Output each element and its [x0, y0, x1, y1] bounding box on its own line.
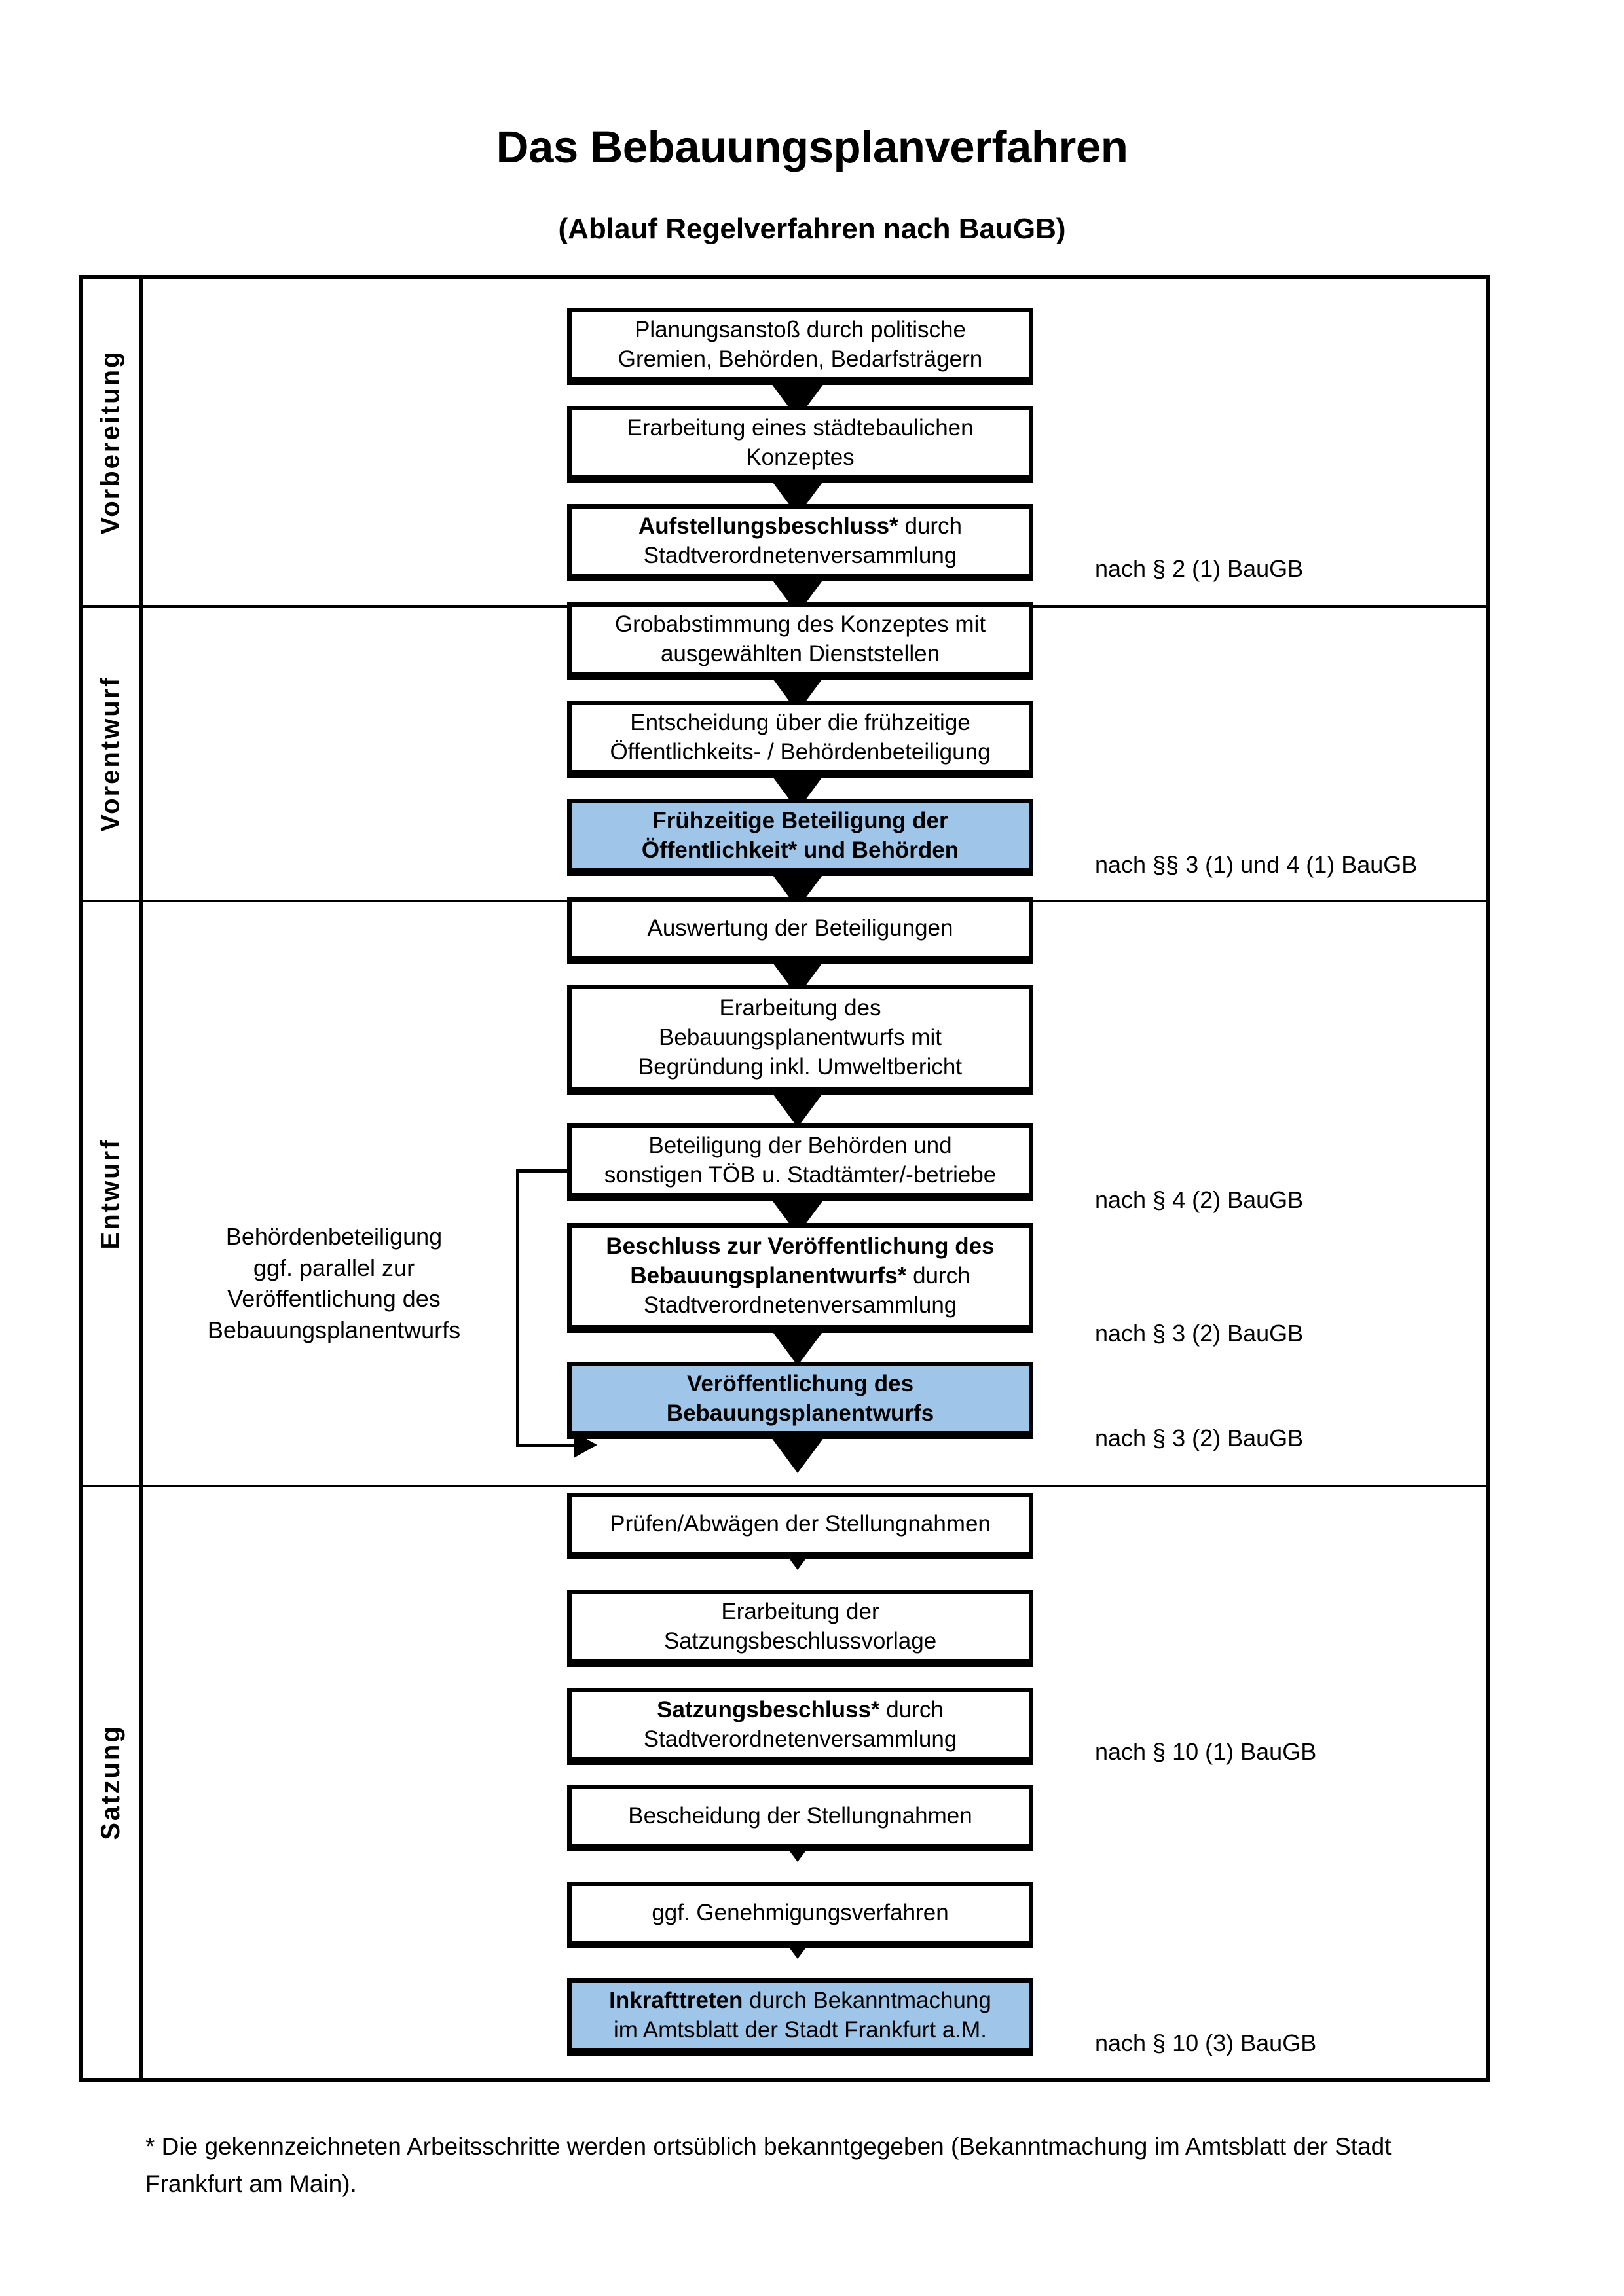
flow-arrow-11	[767, 1432, 828, 1473]
step-line-2: sonstigen TÖB u. Stadtämter/-betriebe	[604, 1161, 997, 1188]
step-line-1-rest: durch	[879, 1696, 944, 1722]
step-line-1: Inkrafttreten durch Bekanntmachung	[609, 1986, 991, 2016]
step-line-2: Bebauungsplanentwurfs* durch	[606, 1262, 994, 1291]
page-subtitle: (Ablauf Regelverfahren nach BauGB)	[558, 213, 1066, 245]
step-line-1-bold: Satzungsbeschluss*	[657, 1696, 880, 1722]
step-box-aufstellungsbeschluss[interactable]: Aufstellungsbeschluss* durch Stadtverord…	[567, 504, 1033, 581]
step-box-beschluss-veroeffentlichung[interactable]: Beschluss zur Veröffentlichung des Bebau…	[567, 1223, 1033, 1333]
step-line-2: Gremien, Behörden, Bedarfsträgern	[618, 346, 983, 372]
step-line-2: Öffentlichkeit* und Behörden	[642, 836, 959, 866]
step-line-1: Erarbeitung der	[721, 1598, 879, 1624]
step-line-2-rest: durch	[906, 1263, 970, 1289]
step-line-3: Stadtverordnetenversammlung	[643, 1292, 957, 1318]
step-line-2-bold: Bebauungsplanentwurfs*	[630, 1263, 907, 1289]
footnote: * Die gekennzeichneten Arbeitsschritte w…	[145, 2133, 1392, 2198]
bracket-bottom-segment	[516, 1444, 575, 1447]
step-line-1: Prüfen/Abwägen der Stellungnahmen	[610, 1511, 991, 1537]
sidenote-line-2: ggf. parallel zur	[253, 1254, 415, 1281]
legal-note-par3-2-b: nach § 3 (2) BauGB	[1095, 1425, 1304, 1451]
step-line-2: im Amtsblatt der Stadt Frankfurt a.M.	[614, 2016, 987, 2043]
legal-note-par10-3: nach § 10 (3) BauGB	[1095, 2030, 1317, 2056]
lane-separator-3	[79, 1485, 1490, 1487]
step-box-planungsanstoss[interactable]: Planungsanstoß durch politische Gremien,…	[567, 308, 1033, 385]
step-box-inkrafttreten[interactable]: Inkrafttreten durch Bekanntmachung im Am…	[567, 1978, 1033, 2056]
step-line-1: Entscheidung über die frühzeitige	[630, 709, 970, 735]
step-line-2: Bebauungsplanentwurfs mit	[659, 1025, 942, 1051]
lane-label-text: Entwurf	[96, 1138, 125, 1249]
legal-note-par3-2-a: nach § 3 (2) BauGB	[1095, 1320, 1304, 1347]
step-line-1-rest: durch Bekanntmachung	[743, 1987, 991, 2013]
step-box-veroeffentlichung-entwurf[interactable]: Veröffentlichung des Bebauungsplanentwur…	[567, 1362, 1033, 1439]
step-line-2: Stadtverordnetenversammlung	[643, 542, 957, 568]
legal-note-par10-1: nach § 10 (1) BauGB	[1095, 1738, 1317, 1765]
step-line-2: ausgewählten Dienststellen	[660, 640, 940, 666]
legal-note-par2-1: nach § 2 (1) BauGB	[1095, 555, 1304, 582]
step-line-1-rest: durch	[898, 513, 963, 539]
step-line-2-bold: Öffentlichkeit* und Behörden	[641, 837, 959, 863]
sidenote-behoerdenbeteiligung: Behördenbeteiligung ggf. parallel zur Ve…	[177, 1221, 491, 1345]
bracket-top-segment	[516, 1169, 585, 1173]
step-line-1: Frühzeitige Beteiligung der	[642, 807, 959, 836]
step-line-3: Begründung inkl. Umweltbericht	[638, 1053, 963, 1080]
step-line-1: Satzungsbeschluss* durch	[644, 1696, 957, 1725]
step-line-2: Öffentlichkeits- / Behördenbeteiligung	[610, 738, 991, 765]
step-line-1-bold: Beschluss zur Veröffentlichung des	[606, 1233, 995, 1260]
step-line-1: Erarbeitung eines städtebaulichen	[627, 414, 974, 441]
lane-label-text: Vorbereitung	[96, 350, 125, 534]
lane-label-vorbereitung: Vorbereitung	[83, 279, 139, 605]
page-title: Das Bebauungsplanverfahren	[496, 122, 1128, 172]
step-line-1-bold: Veröffentlichung des	[686, 1370, 914, 1396]
step-line-1: ggf. Genehmigungsverfahren	[652, 1900, 949, 1926]
step-box-erarbeitung-satzungsvorlage[interactable]: Erarbeitung der Satzungsbeschlussvorlage	[567, 1590, 1033, 1667]
step-line-1: Beschluss zur Veröffentlichung des	[606, 1232, 994, 1262]
step-line-1-bold: Frühzeitige Beteiligung der	[652, 807, 948, 833]
step-line-1: Planungsanstoß durch politische	[635, 316, 966, 342]
sidenote-line-3: Veröffentlichung des	[227, 1285, 441, 1313]
step-line-1: Veröffentlichung des	[667, 1370, 934, 1399]
step-line-1: Aufstellungsbeschluss* durch	[638, 512, 962, 541]
bracket-vertical	[516, 1169, 519, 1447]
step-line-2: Bebauungsplanentwurfs	[667, 1399, 934, 1429]
step-line-2: Stadtverordnetenversammlung	[643, 1726, 957, 1752]
step-box-genehmigungsverfahren[interactable]: ggf. Genehmigungsverfahren	[567, 1882, 1033, 1948]
step-line-1: Beteiligung der Behörden und	[648, 1132, 952, 1158]
step-box-bescheidung-stellungnahmen[interactable]: Bescheidung der Stellungnahmen	[567, 1785, 1033, 1851]
lane-label-text: Vorentwurf	[96, 675, 125, 832]
step-line-1: Auswertung der Beteiligungen	[647, 915, 953, 941]
step-box-staedtebauliches-konzept[interactable]: Erarbeitung eines städtebaulichen Konzep…	[567, 406, 1033, 483]
legal-note-par4-2: nach § 4 (2) BauGB	[1095, 1186, 1304, 1213]
step-line-1-bold: Aufstellungsbeschluss*	[638, 513, 898, 539]
step-box-entscheidung-fruehzeitige[interactable]: Entscheidung über die frühzeitige Öffent…	[567, 701, 1033, 778]
step-box-pruefen-abwaegen[interactable]: Prüfen/Abwägen der Stellungnahmen	[567, 1493, 1033, 1559]
lane-label-satzung: Satzung	[83, 1487, 139, 2077]
step-box-beteiligung-behoerden[interactable]: Beteiligung der Behörden und sonstigen T…	[567, 1123, 1033, 1201]
step-line-1-bold: Inkrafttreten	[609, 1987, 743, 2013]
step-line-2-bold: Bebauungsplanentwurfs	[666, 1400, 934, 1426]
step-line-1: Bescheidung der Stellungnahmen	[628, 1803, 972, 1829]
step-line-2: Konzeptes	[746, 444, 855, 470]
step-box-satzungsbeschluss[interactable]: Satzungsbeschluss* durch Stadtverordnete…	[567, 1688, 1033, 1765]
step-box-auswertung-beteiligungen[interactable]: Auswertung der Beteiligungen	[567, 897, 1033, 964]
lane-label-text: Satzung	[96, 1724, 125, 1840]
step-box-erarbeitung-bebauungsplanentwurf[interactable]: Erarbeitung des Bebauungsplanentwurfs mi…	[567, 985, 1033, 1095]
step-box-fruehzeitige-beteiligung[interactable]: Frühzeitige Beteiligung der Öffentlichke…	[567, 799, 1033, 876]
step-line-2: Satzungsbeschlussvorlage	[663, 1628, 937, 1654]
lane-label-vorentwurf: Vorentwurf	[83, 608, 139, 900]
step-box-grobabstimmung[interactable]: Grobabstimmung des Konzeptes mit ausgewä…	[567, 602, 1033, 680]
step-line-1: Erarbeitung des	[719, 995, 881, 1021]
legal-note-par3-1-4-1: nach §§ 3 (1) und 4 (1) BauGB	[1095, 851, 1418, 878]
sidenote-line-4: Bebauungsplanentwurfs	[207, 1316, 461, 1343]
lane-label-entwurf: Entwurf	[83, 902, 139, 1485]
step-line-1: Grobabstimmung des Konzeptes mit	[614, 611, 986, 637]
sidenote-line-1: Behördenbeteiligung	[225, 1223, 443, 1250]
lane-column-divider	[139, 275, 143, 2082]
